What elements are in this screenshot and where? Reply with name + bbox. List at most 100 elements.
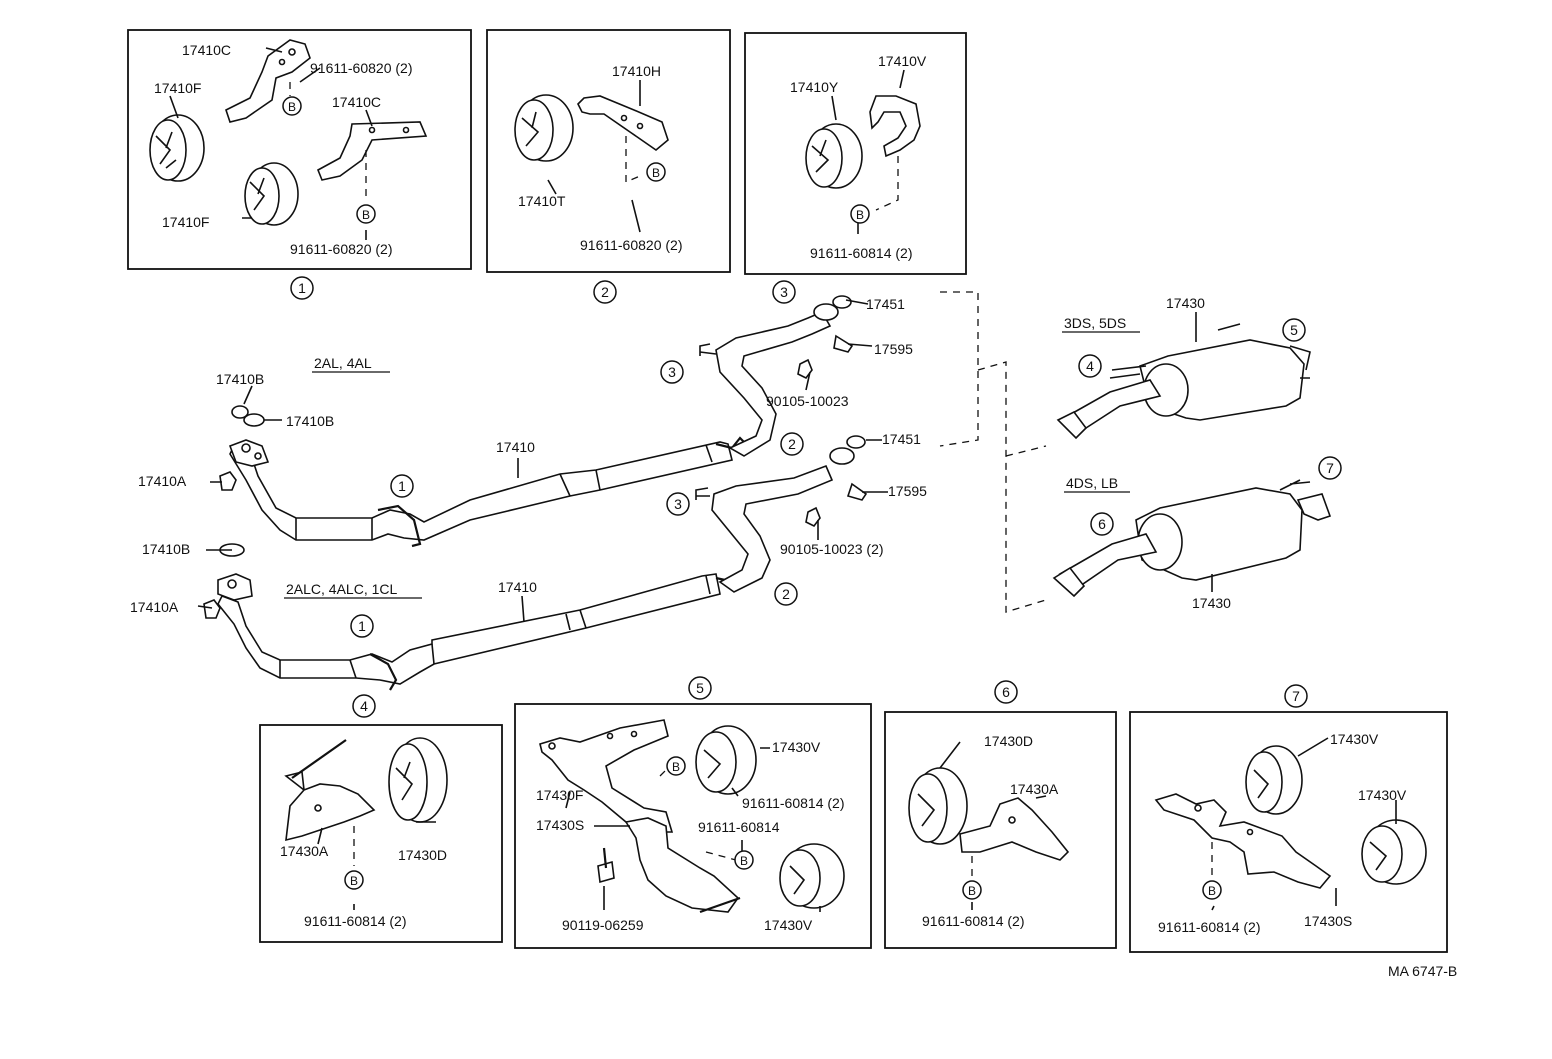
rubber-mount-17430d-box4	[388, 737, 448, 823]
callout-1-lower: 1	[350, 614, 374, 638]
callout-5-muffler: 5	[1282, 318, 1306, 342]
callout-2-box: 2	[593, 280, 617, 304]
rubber-mount-17410y	[805, 123, 863, 189]
svg-text:2: 2	[788, 436, 796, 452]
svg-text:2: 2	[601, 284, 609, 300]
svg-text:1: 1	[298, 280, 306, 296]
bracket-17430s-box7	[1154, 793, 1332, 889]
detail-box-2	[486, 29, 731, 273]
svg-text:3: 3	[780, 284, 788, 300]
variant-2al-4al: 2AL, 4AL	[314, 355, 372, 371]
svg-text:B: B	[288, 100, 296, 114]
detail-box-1	[127, 29, 472, 270]
callout-2-upper: 2	[780, 432, 804, 456]
callout-1-box: 1	[290, 276, 314, 300]
center-pipe-lower	[695, 464, 834, 593]
callout-4-muffler: 4	[1078, 354, 1102, 378]
callout-7-box: 7	[1284, 684, 1308, 708]
svg-text:5: 5	[1290, 322, 1298, 338]
gasket-17451-lower	[805, 435, 868, 528]
rubber-mount-17430v-box5-upper	[695, 725, 757, 795]
svg-text:3: 3	[674, 496, 682, 512]
label-17410v: 17410V	[878, 53, 927, 69]
bolt-marker-b: B	[850, 204, 870, 224]
variant-4ds-lb: 4DS, LB	[1066, 475, 1118, 491]
bolt-marker-b: B	[356, 204, 376, 224]
rubber-mount-17410f-b	[244, 162, 299, 226]
label-17430a-b: 17430A	[1010, 781, 1059, 797]
svg-text:B: B	[362, 208, 370, 222]
bracket-17430a-box6	[959, 797, 1070, 861]
svg-text:1: 1	[358, 618, 366, 634]
label-90105-a: 90105-10023	[766, 393, 849, 409]
label-91611-60820-a: 91611-60820 (2)	[310, 60, 412, 76]
label-17410b-c: 17410B	[142, 541, 190, 557]
svg-text:4: 4	[1086, 358, 1094, 374]
label-17430v-d: 17430V	[1358, 787, 1407, 803]
callout-4-lower: 4	[352, 694, 376, 718]
label-17410b-a: 17410B	[216, 371, 264, 387]
label-91611-60820-b: 91611-60820 (2)	[290, 241, 392, 257]
label-91611-60814-f: 91611-60814 (2)	[1158, 919, 1260, 935]
callout-3-lower: 3	[666, 492, 690, 516]
rubber-mount-17410f-a	[149, 114, 205, 182]
rubber-mount-17430v-box7-lower	[1361, 819, 1427, 885]
label-17430s-a: 17430S	[536, 817, 584, 833]
svg-text:2: 2	[782, 586, 790, 602]
bolt-marker-b: B	[646, 162, 666, 182]
svg-text:1: 1	[398, 478, 406, 494]
svg-text:3: 3	[668, 364, 676, 380]
label-91611-60820-c: 91611-60820 (2)	[580, 237, 682, 253]
svg-text:B: B	[652, 166, 660, 180]
label-17410y: 17410Y	[790, 79, 839, 95]
bracket-17430s-box5	[624, 817, 741, 914]
reference-code: MA 6747-B	[1388, 963, 1457, 979]
rubber-mount-17410t	[514, 94, 574, 162]
svg-text:B: B	[740, 854, 748, 868]
rubber-mount-17430v-box5-lower	[779, 843, 845, 909]
label-91611-60814-d: 91611-60814	[698, 819, 780, 835]
muffler-17430-lower	[1052, 479, 1332, 598]
label-17430-a: 17430	[1166, 295, 1205, 311]
center-pipe-upper	[699, 310, 832, 457]
label-17595-a: 17595	[874, 341, 913, 357]
label-17410-a: 17410	[496, 439, 535, 455]
callout-3-upper: 3	[660, 360, 684, 384]
label-91611-60814-c: 91611-60814 (2)	[742, 795, 844, 811]
rubber-mount-17430d-box6	[908, 767, 968, 845]
bolt-marker-b: B	[734, 850, 754, 870]
svg-text:B: B	[968, 884, 976, 898]
gasket-17451-upper	[797, 295, 854, 380]
label-17430s-b: 17430S	[1304, 913, 1352, 929]
label-17451-b: 17451	[882, 431, 921, 447]
bracket-17430a-box4	[284, 739, 376, 842]
label-17410a-b: 17410A	[130, 599, 179, 615]
label-17410f-a: 17410F	[154, 80, 201, 96]
svg-text:5: 5	[696, 680, 704, 696]
detail-box-5	[514, 703, 872, 949]
bolt-marker-b: B	[962, 880, 982, 900]
svg-text:7: 7	[1292, 688, 1300, 704]
svg-text:B: B	[856, 208, 864, 222]
callout-3-box: 3	[772, 280, 796, 304]
label-17430f: 17430F	[536, 787, 583, 803]
label-17410c-b: 17410C	[332, 94, 381, 110]
bolt-marker-b: B	[282, 96, 302, 116]
label-17410b-b: 17410B	[286, 413, 334, 429]
label-91611-60814-b: 91611-60814 (2)	[304, 913, 406, 929]
label-17410c-a: 17410C	[182, 42, 231, 58]
callout-1-upper: 1	[390, 474, 414, 498]
svg-text:B: B	[350, 874, 358, 888]
nut-17410a	[203, 471, 237, 619]
label-17410t: 17410T	[518, 193, 566, 209]
bolt-marker-b: B	[344, 870, 364, 890]
hanger-17410h	[577, 95, 669, 152]
detail-box-7	[1129, 711, 1448, 953]
callout-6-muffler: 6	[1090, 512, 1114, 536]
variant-3ds-5ds: 3DS, 5DS	[1064, 315, 1126, 331]
label-17410f-b: 17410F	[162, 214, 209, 230]
callout-6-box: 6	[994, 680, 1018, 704]
label-17430v-a: 17430V	[772, 739, 821, 755]
